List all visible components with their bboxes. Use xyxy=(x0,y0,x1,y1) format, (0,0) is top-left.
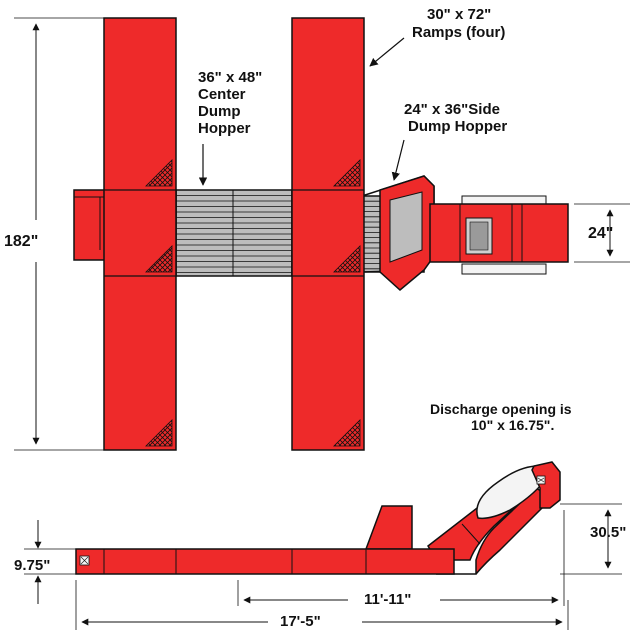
dimension-9-75 xyxy=(24,520,76,604)
discharge-label-line2: 10" x 16.75". xyxy=(471,417,554,433)
drive-section xyxy=(429,195,569,275)
discharge-height-label: 30.5" xyxy=(590,524,626,541)
side-hopper-callout-arrow xyxy=(391,139,405,181)
infeed-end xyxy=(73,189,107,261)
overall-length-label: 17'-5" xyxy=(280,613,321,630)
incline-length-label: 11'-11" xyxy=(364,591,411,608)
center-hopper-line3: Hopper xyxy=(198,120,251,137)
horizontal-section xyxy=(75,548,455,575)
ramps-size-label: 30" x 72" xyxy=(427,6,491,23)
labels: 30" x 72" Ramps (four) 36" x 48" Center … xyxy=(4,6,626,630)
center-hopper xyxy=(175,189,293,277)
center-hopper-line1: Center xyxy=(198,86,246,103)
ramp-left xyxy=(103,17,177,451)
dimension-17-5 xyxy=(75,580,569,630)
side-hopper-label-line2: Dump Hopper xyxy=(408,118,507,135)
dimension-11-11 xyxy=(237,510,565,606)
overall-height-label: 182" xyxy=(4,233,38,250)
discharge-label-line1: Discharge opening is xyxy=(430,401,572,417)
incline-section xyxy=(427,461,561,575)
conveyor-width-label: 24" xyxy=(588,225,613,242)
dimension-24 xyxy=(574,203,630,263)
discharge-head xyxy=(531,461,561,509)
side-hopper-label-line1: 24" x 36"Side xyxy=(404,101,500,118)
ramp-right xyxy=(291,17,365,451)
dimension-182 xyxy=(14,17,104,451)
center-hopper-line2: Dump xyxy=(198,103,241,120)
top-view xyxy=(14,17,630,451)
infeed-height-label: 9.75" xyxy=(14,557,50,574)
dimension-30-5 xyxy=(560,503,622,575)
side-hopper xyxy=(361,175,435,291)
center-hopper-size-label: 36" x 48" xyxy=(198,69,262,86)
ramps-count-label: Ramps (four) xyxy=(412,24,505,41)
ramps-callout-arrow xyxy=(369,37,405,67)
side-view xyxy=(24,461,622,630)
side-view-hopper xyxy=(364,505,413,550)
